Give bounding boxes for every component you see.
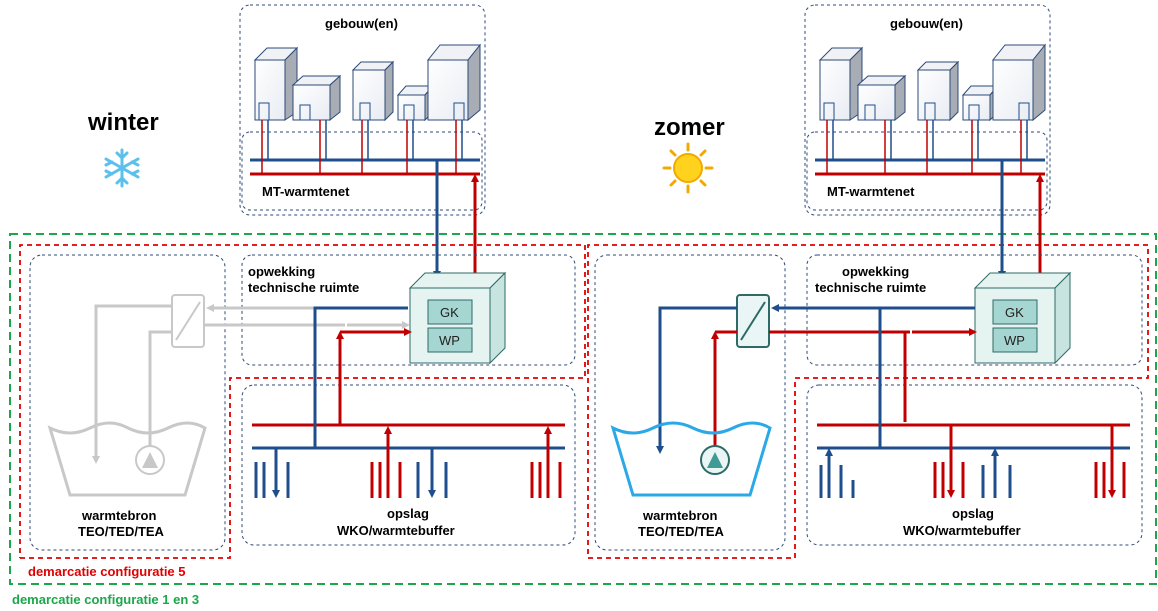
basin xyxy=(610,421,772,497)
buildings-box xyxy=(804,4,1051,216)
storage-box xyxy=(241,384,576,546)
gas-boiler-module xyxy=(992,299,1038,325)
unit-bottom-label: WP xyxy=(439,333,460,348)
unit-bottom-label: WP xyxy=(1004,333,1025,348)
source-box xyxy=(29,254,226,551)
storage-label-1: opslag xyxy=(952,506,994,521)
source-label-2: TEO/TED/TEA xyxy=(78,524,165,539)
unit-top-label: GK xyxy=(440,305,459,320)
unit-top-label: GK xyxy=(1005,305,1024,320)
buildings-label: gebouw(en) xyxy=(890,16,963,31)
season-label-winter: winter xyxy=(87,109,159,136)
demarcation-1-3-frame xyxy=(9,233,1157,585)
network-label: MT-warmtenet xyxy=(827,184,915,199)
generation-box xyxy=(241,254,576,366)
network-box xyxy=(806,131,1048,211)
snowflake-icon xyxy=(104,148,140,188)
heat-unit: GK WP xyxy=(408,271,507,365)
generation-box xyxy=(806,254,1143,366)
buildings-group xyxy=(253,43,482,122)
generation-label-1: opwekking xyxy=(842,264,909,279)
heat-unit: GK WP xyxy=(973,271,1072,365)
gas-boiler-module xyxy=(427,299,473,325)
network-box xyxy=(241,131,483,211)
sun-icon xyxy=(662,142,714,194)
heat-pump-module xyxy=(427,327,473,353)
source-label-1: warmtebron xyxy=(81,508,156,523)
summer-panel: zomer gebouw(en) xyxy=(594,4,1143,551)
source-label-1: warmtebron xyxy=(642,508,717,523)
storage-label-2: WKO/warmtebuffer xyxy=(337,523,455,538)
buildings-label: gebouw(en) xyxy=(325,16,398,31)
source-label-2: TEO/TED/TEA xyxy=(638,524,725,539)
generation-label-2: technische ruimte xyxy=(815,280,926,295)
demarcation-5-frame-right xyxy=(587,244,1149,559)
buildings-group xyxy=(818,43,1047,122)
source-box xyxy=(594,254,786,551)
storage-label-1: opslag xyxy=(387,506,429,521)
winter-panel: winter gebouw(en) xyxy=(29,4,576,551)
network-label: MT-warmtenet xyxy=(262,184,350,199)
basin-inactive xyxy=(47,421,207,497)
demarcation-1-3-label: demarcatie configuratie 1 en 3 xyxy=(12,592,199,607)
storage-box xyxy=(806,384,1143,546)
demarcation-5-label: demarcatie configuratie 5 xyxy=(28,564,186,579)
heat-pump-module xyxy=(992,327,1038,353)
season-label-summer: zomer xyxy=(654,114,725,141)
generation-label-1: opwekking xyxy=(248,264,315,279)
demarcation-5-frame-left xyxy=(19,244,586,559)
generation-label-2: technische ruimte xyxy=(248,280,359,295)
storage-label-2: WKO/warmtebuffer xyxy=(903,523,1021,538)
buildings-box xyxy=(239,4,486,216)
